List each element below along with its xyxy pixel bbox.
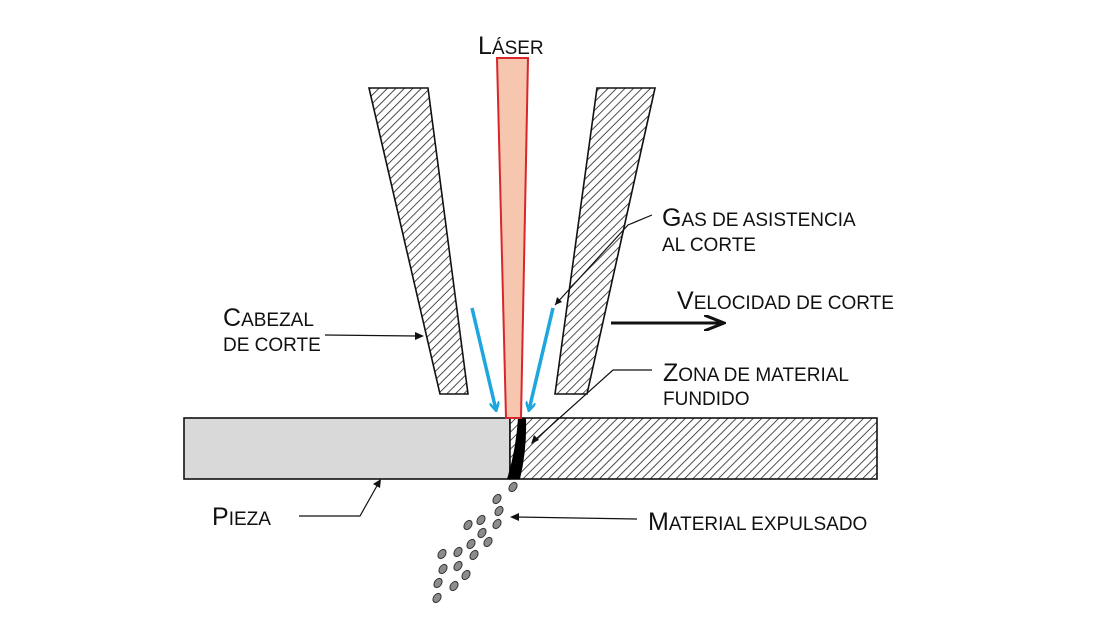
molten-zone-label: ZONA DE MATERIAL: [663, 359, 849, 387]
cutting-head-left-wall: [367, 87, 469, 395]
ejected-material-label: MATERIAL EXPULSADO: [648, 508, 867, 536]
gas-flow-arrow-icon: [470, 307, 496, 410]
workpiece-body: [183, 417, 511, 480]
ejected-particles: [432, 481, 518, 604]
cutting-speed-label: VELOCIDAD DE CORTE: [677, 287, 894, 315]
assist-gas-label: GAS DE ASISTENCIA: [662, 204, 856, 232]
molten-zone-label-line2: FUNDIDO: [663, 389, 750, 410]
laser-label: LÁSER: [478, 32, 544, 60]
laser-beam: [495, 57, 530, 419]
cutting-head-label: CABEZAL: [223, 304, 314, 332]
assist-gas-label-line2: AL CORTE: [662, 235, 756, 256]
cutting-head-right-wall: [554, 87, 656, 395]
workpiece-hatched-region: [509, 417, 878, 480]
leader-gas: [554, 214, 653, 306]
leader-ejected-material: [515, 516, 638, 520]
leader-cutting-head: [324, 334, 419, 337]
gas-flow-arrow-icon: [529, 307, 555, 410]
cutting-head-label-line2: DE CORTE: [223, 335, 321, 356]
leader-molten-zone: [534, 369, 652, 441]
leader-workpiece: [299, 483, 379, 517]
molten-material-zone: [507, 418, 527, 479]
workpiece-label: PIEZA: [212, 503, 271, 531]
